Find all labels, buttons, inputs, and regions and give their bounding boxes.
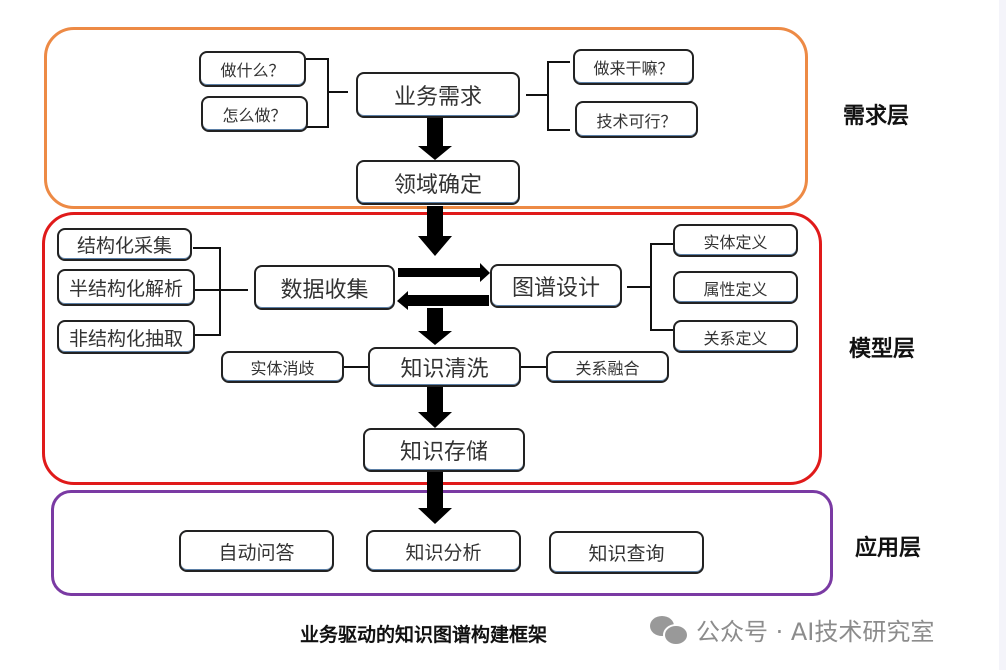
wechat-icon <box>650 614 689 646</box>
question-purpose-box: 做来干嘛？ <box>573 49 694 85</box>
attribute-definition-box: 属性定义 <box>673 271 798 304</box>
arrow-right-collect-design <box>398 263 490 282</box>
unstructured-extraction-box: 非结构化抽取 <box>57 320 195 354</box>
arrow-down-store-app <box>418 470 452 524</box>
knowledge-analysis-box: 知识分析 <box>366 530 521 572</box>
question-feasibility-box: 技术可行？ <box>575 101 698 138</box>
bracket-collection <box>193 247 221 336</box>
arrow-down-clean-store <box>418 385 452 428</box>
knowledge-storage-box: 知识存储 <box>363 428 525 472</box>
entity-disambiguation-box: 实体消歧 <box>221 351 344 383</box>
graph-design-box: 图谱设计 <box>490 264 622 308</box>
arrow-left-design-collect <box>397 291 489 310</box>
auto-qa-box: 自动问答 <box>179 530 334 572</box>
relation-definition-box: 关系定义 <box>673 320 798 353</box>
application-layer-label: 应用层 <box>855 536 922 561</box>
domain-determination-box: 领域确定 <box>356 160 520 205</box>
business-requirement-box: 业务需求 <box>356 72 520 118</box>
requirement-layer-label: 需求层 <box>843 104 910 129</box>
arrow-down-domain-model <box>418 206 452 256</box>
bracket-req-right <box>547 61 570 131</box>
model-layer-label: 模型层 <box>849 337 916 362</box>
page-edge-strip <box>999 0 1006 670</box>
entity-definition-box: 实体定义 <box>673 224 798 257</box>
knowledge-cleaning-box: 知识清洗 <box>368 347 521 387</box>
question-how-box: 怎么做？ <box>201 96 308 132</box>
semi-structured-parsing-box: 半结构化解析 <box>57 269 195 306</box>
figure-caption: 业务驱动的知识图谱构建框架 <box>300 624 548 646</box>
question-what-box: 做什么？ <box>199 51 306 87</box>
requirement-layer-frame <box>44 27 808 209</box>
bracket-design <box>650 243 673 331</box>
watermark: 公众号 · AI技术研究室 <box>650 612 934 646</box>
relation-fusion-box: 关系融合 <box>546 351 669 383</box>
data-collection-box: 数据收集 <box>254 265 395 310</box>
arrow-down-collect-clean <box>418 308 452 345</box>
arrow-down-req-domain <box>418 117 452 160</box>
knowledge-query-box: 知识查询 <box>549 531 704 574</box>
watermark-text: 公众号 · AI技术研究室 <box>696 617 935 646</box>
bracket-req-left <box>306 58 329 128</box>
structured-collection-box: 结构化采集 <box>57 228 192 261</box>
